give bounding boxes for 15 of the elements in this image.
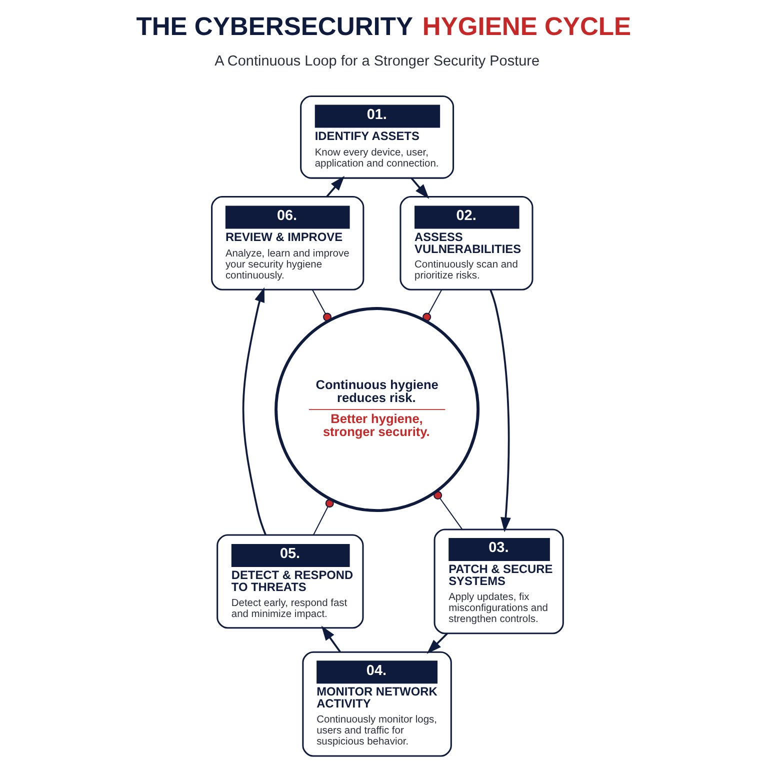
arrow bbox=[426, 632, 448, 654]
node-box: 02. ASSESS VULNERABILITIES Continuously scan and prioritize risks. bbox=[399, 196, 533, 290]
node-box: 06. REVIEW & IMPROVE Analyze, learn and improve your security hygiene continuously. bbox=[210, 196, 364, 290]
node-box: 01. IDENTIFY ASSETS Know every device, user, application and connection. bbox=[300, 96, 454, 179]
node-box: 04. MONITOR NETWORK ACTIVITY Continuously monitor logs, users and traffic for suspicious behavior. bbox=[302, 651, 452, 757]
label: A Continuous Loop for a Stronger Security Posture bbox=[214, 54, 540, 70]
arrow bbox=[410, 177, 429, 199]
node-circle: Continuous hygiene reduces risk. Better hygiene, stronger security. bbox=[274, 307, 480, 512]
diagram-title: THE CYBERSECURITY HYGIENE CYCLE bbox=[136, 12, 631, 41]
arrow bbox=[489, 290, 510, 532]
node-box: 03. PATCH & SECURE SYSTEMS Apply updates, fix misconfigurations and strengthen controls. bbox=[433, 528, 564, 634]
node-box: 05. DETECT & RESPOND TO THREATS Detect early, respond fast and minimize impact. bbox=[216, 534, 364, 629]
arrow bbox=[320, 626, 340, 652]
arrow bbox=[326, 176, 344, 198]
arrow bbox=[242, 287, 266, 536]
